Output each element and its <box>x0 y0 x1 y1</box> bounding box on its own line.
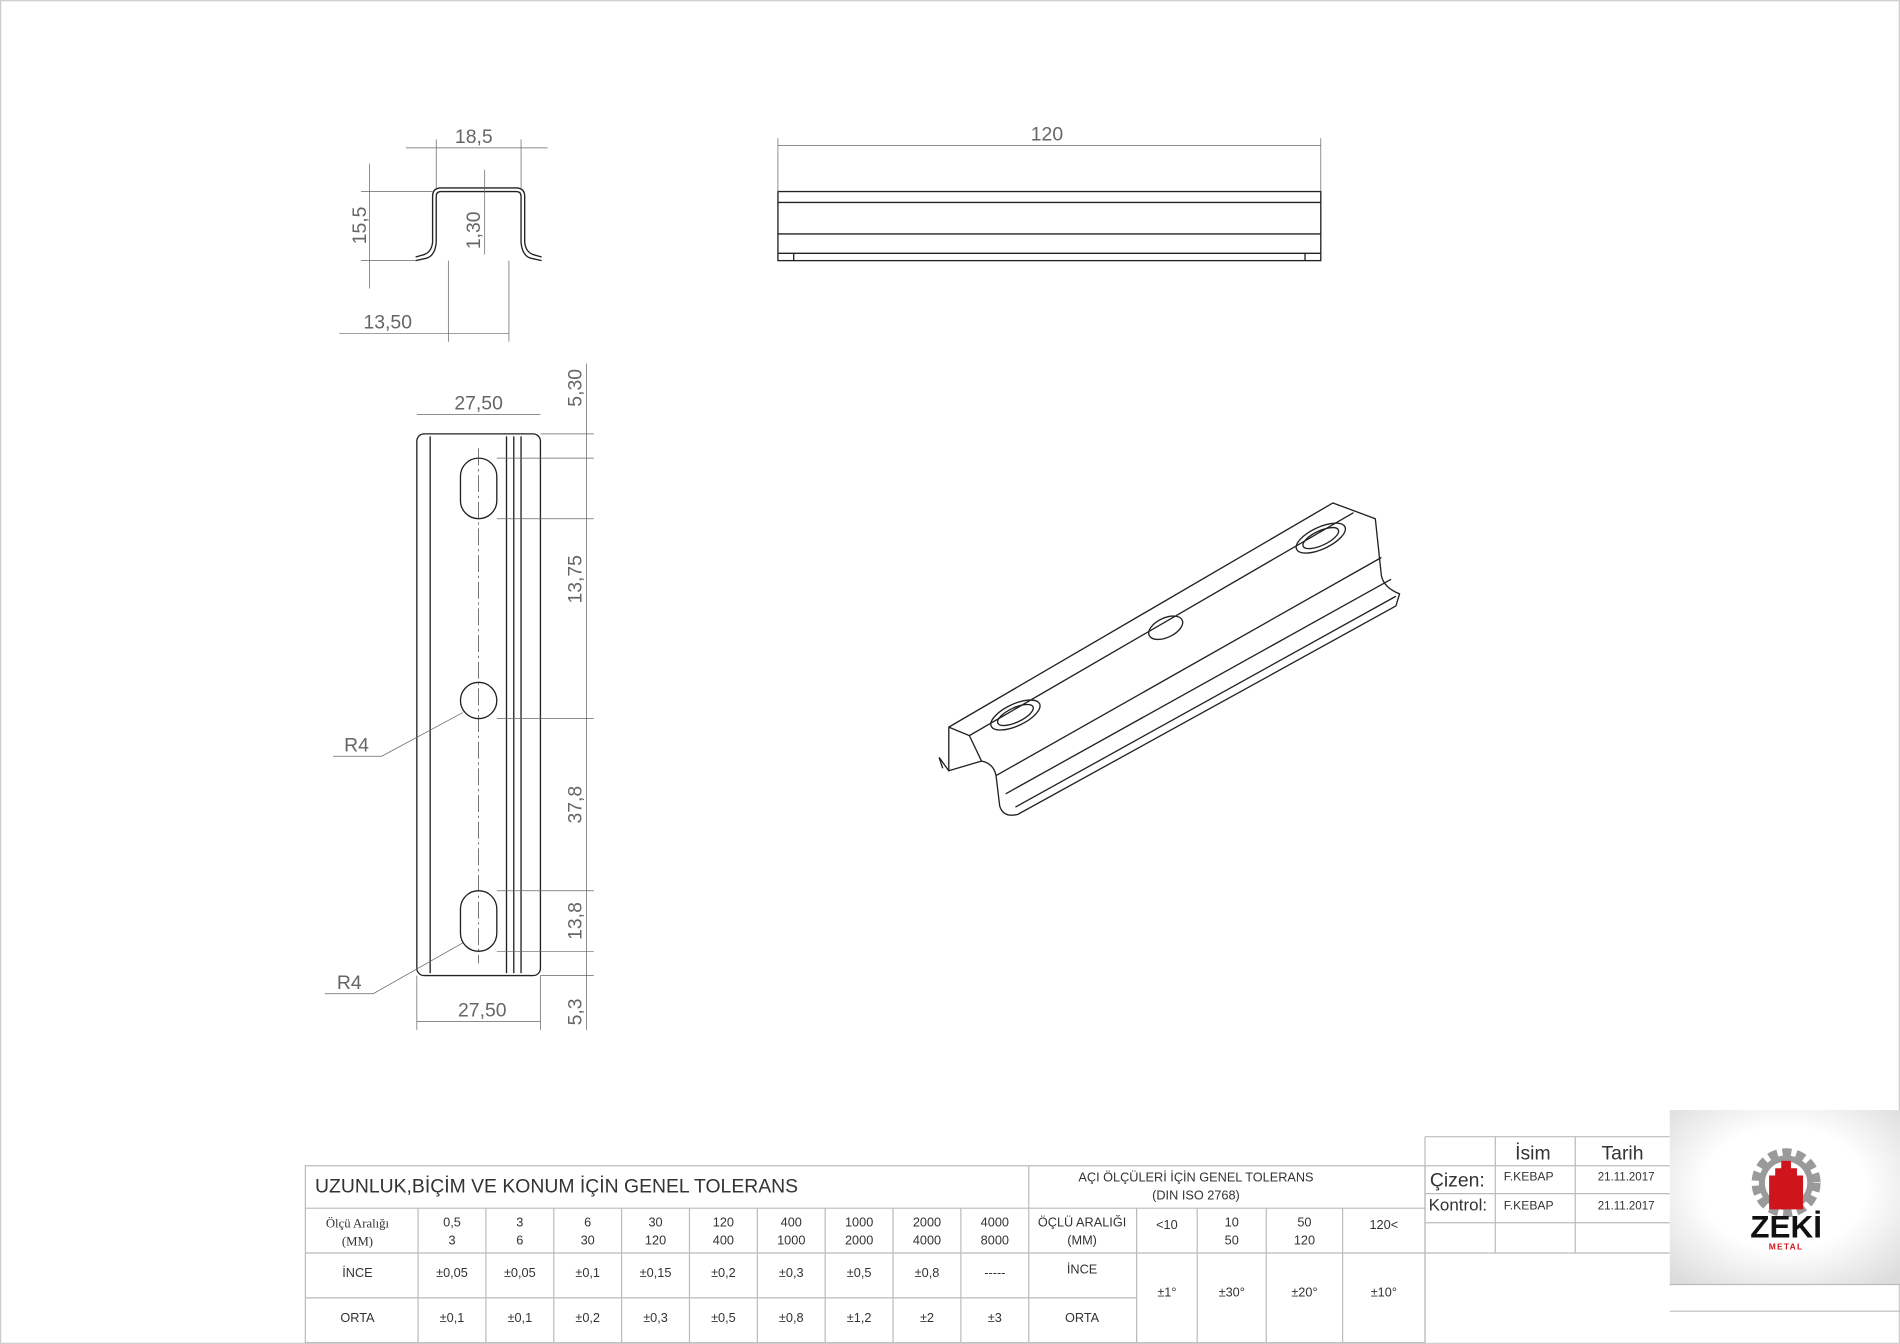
tolerance-cell: ±0,05 <box>436 1265 468 1280</box>
range-to: 30 <box>581 1233 595 1248</box>
angle-range-from: 10 <box>1225 1214 1239 1229</box>
checked-by-label: Kontrol: <box>1429 1196 1487 1215</box>
tolerance-cell: ±0,1 <box>575 1265 600 1280</box>
dim-profile-width: 18,5 <box>455 126 493 148</box>
row-label-orta: ORTA <box>340 1310 375 1325</box>
drawn-by-name: F.KEBAP <box>1504 1169 1554 1183</box>
angle-range-from: <10 <box>1156 1217 1178 1232</box>
tolerance-cell: ±0,3 <box>643 1310 668 1325</box>
col-name-header: İsim <box>1515 1142 1551 1165</box>
checked-by-date: 21.11.2017 <box>1598 1200 1655 1212</box>
angle-range-to: 50 <box>1225 1233 1239 1248</box>
dim-d1: 5,30 <box>565 369 587 407</box>
dim-profile-offset: 13,50 <box>364 311 413 333</box>
dim-length: 120 <box>1031 124 1064 146</box>
range-from: 3 <box>516 1214 523 1229</box>
angle-title: AÇI ÖLÇÜLERİ İÇİN GENEL TOLERANS <box>1078 1170 1313 1185</box>
dim-d5: 5,3 <box>565 998 587 1025</box>
tolerance-cell: ±0,5 <box>847 1265 872 1280</box>
castle-icon <box>1769 1160 1804 1210</box>
range-from: 2000 <box>913 1214 941 1229</box>
range-from: 4000 <box>981 1214 1009 1229</box>
range-from: 120 <box>713 1214 734 1229</box>
profile-view: 18,5 15,5 1,30 13,50 <box>339 126 548 342</box>
top-view: 27,50 27,50 5,30 13,75 37,8 13,8 5,3 R4 … <box>324 363 594 1031</box>
logo-sub: METAL <box>1769 1241 1804 1251</box>
range-label: Ölçü Aralığı <box>326 1217 390 1231</box>
tolerance-cell: ----- <box>984 1265 1005 1280</box>
title-block: İsim Tarih Çizen: F.KEBAP 21.11.2017 Kon… <box>1424 1136 1670 1343</box>
drawn-by-label: Çizen: <box>1430 1169 1485 1191</box>
dim-radius-1: R4 <box>344 734 369 756</box>
drawn-by-date: 21.11.2017 <box>1598 1171 1655 1183</box>
angle-subtitle: (DIN ISO 2768) <box>1152 1188 1240 1203</box>
isometric-view <box>938 502 1401 816</box>
angle-range-to: 120 <box>1294 1233 1315 1248</box>
dim-top-width: 27,50 <box>454 393 503 415</box>
tolerance-cell: ±1,2 <box>847 1310 872 1325</box>
angle-row-ince: İNCE <box>1067 1262 1097 1277</box>
tolerance-cell: ±0,05 <box>504 1265 536 1280</box>
checked-by-name: F.KEBAP <box>1504 1198 1554 1212</box>
range-to: 3 <box>448 1233 455 1248</box>
range-to: 2000 <box>845 1233 873 1248</box>
logo-name: ZEKİ <box>1750 1208 1822 1244</box>
angle-range-label: ÖÇLÜ ARALIĞI <box>1038 1214 1126 1229</box>
tolerance-cell: ±0,8 <box>779 1310 804 1325</box>
row-label-ince: İNCE <box>342 1265 372 1280</box>
range-to: 8000 <box>981 1233 1009 1248</box>
range-from: 6 <box>584 1214 591 1229</box>
dim-profile-height: 15,5 <box>349 207 371 245</box>
angle-range-from: 50 <box>1297 1214 1311 1229</box>
tolerance-cell: ±2 <box>920 1310 934 1325</box>
range-unit: (MM) <box>342 1235 373 1249</box>
dim-profile-thickness: 1,30 <box>463 211 485 249</box>
dim-d4: 13,8 <box>565 902 587 940</box>
angle-tolerance-cell: ±30° <box>1219 1285 1245 1300</box>
range-to: 4000 <box>913 1233 941 1248</box>
tolerance-cell: ±0,2 <box>711 1265 736 1280</box>
tolerance-cell: ±3 <box>988 1310 1002 1325</box>
range-to: 120 <box>645 1233 666 1248</box>
range-to: 6 <box>516 1233 523 1248</box>
angle-tolerance-cell: ±10° <box>1371 1285 1397 1300</box>
dim-d3: 37,8 <box>565 786 587 824</box>
tolerance-cell: ±0,1 <box>507 1310 532 1325</box>
tolerance-cell: ±0,2 <box>575 1310 600 1325</box>
tolerance-table: UZUNLUK,BİÇİM VE KONUM İÇİN GENEL TOLERA… <box>304 1165 1426 1344</box>
dim-d2: 13,75 <box>565 555 587 604</box>
tolerance-cell: ±0,15 <box>640 1265 672 1280</box>
angle-range-unit: (MM) <box>1067 1233 1097 1248</box>
angle-row-orta: ORTA <box>1065 1310 1100 1325</box>
side-view: 120 <box>777 124 1322 262</box>
range-from: 400 <box>781 1214 802 1229</box>
range-from: 1000 <box>845 1214 873 1229</box>
angle-range-from: 120< <box>1369 1217 1398 1232</box>
tolerance-cell: ±0,1 <box>440 1310 465 1325</box>
angle-tolerance-cell: ±1° <box>1157 1285 1176 1300</box>
angle-tolerance-cell: ±20° <box>1291 1285 1317 1300</box>
range-to: 1000 <box>777 1233 805 1248</box>
logo-panel: ZEKİ METAL <box>1669 1110 1900 1312</box>
tolerance-cell: ±0,8 <box>915 1265 940 1280</box>
range-to: 400 <box>713 1233 734 1248</box>
range-from: 30 <box>648 1214 662 1229</box>
tolerance-cell: ±0,3 <box>779 1265 804 1280</box>
dim-bottom-width: 27,50 <box>458 1000 507 1022</box>
dim-radius-2: R4 <box>337 972 362 994</box>
tolerance-title: UZUNLUK,BİÇİM VE KONUM İÇİN GENEL TOLERA… <box>315 1174 798 1197</box>
range-from: 0,5 <box>443 1214 461 1229</box>
tolerance-cell: ±0,5 <box>711 1310 736 1325</box>
col-date-header: Tarih <box>1602 1143 1644 1165</box>
